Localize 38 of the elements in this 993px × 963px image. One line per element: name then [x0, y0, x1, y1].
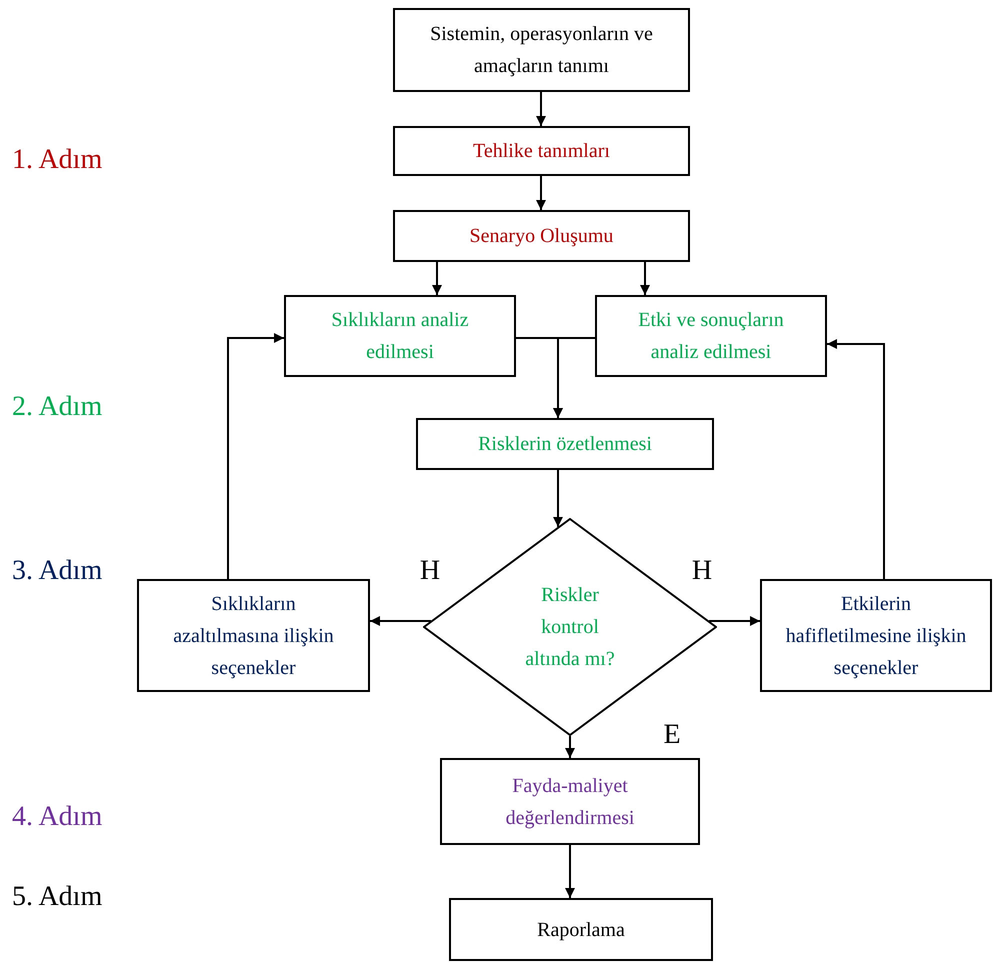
node-text: Sıklıkların azaltılmasına ilişkin seçenekler [172, 592, 335, 680]
arrow [227, 333, 284, 579]
node-text: Riskler kontrol altında mı? [524, 583, 616, 672]
arrow [370, 616, 432, 626]
process-box [284, 295, 516, 377]
process-box [595, 295, 827, 377]
process-box [760, 579, 992, 692]
node-text: Sıklıkların analiz edilmesi [330, 308, 470, 365]
step-label: 2. Adım [12, 393, 102, 421]
arrow [536, 92, 546, 126]
process-box [440, 758, 700, 845]
arrow [553, 337, 595, 418]
arrow [432, 262, 442, 295]
node-text: Senaryo Oluşumu [468, 224, 614, 249]
node-text: Sistemin, operasyonların ve amaçların tanımı [429, 22, 654, 79]
node-text: Etkilerin hafifletilmesine ilişkin seçenekler [784, 592, 968, 680]
node-text: Fayda-maliyet değerlendirmesi [504, 774, 636, 830]
arrow [565, 736, 575, 758]
arrow [565, 845, 575, 898]
step-label: 4. Adım [12, 803, 102, 831]
node-text: Tehlike tanımları [472, 139, 611, 164]
arrow [640, 262, 650, 295]
step-label: 1. Adım [12, 146, 102, 174]
node-text: Raporlama [536, 918, 626, 942]
arrow [827, 339, 885, 579]
process-box [416, 418, 714, 470]
process-box [393, 126, 690, 176]
arrow [553, 470, 563, 527]
process-box [393, 8, 690, 92]
arrow [708, 616, 760, 626]
step-label: 5. Adım [12, 883, 102, 911]
process-box [449, 898, 713, 961]
process-box [137, 579, 370, 692]
node-text: Risklerin özetlenmesi [477, 432, 653, 457]
arrow [536, 176, 546, 210]
process-box [393, 210, 690, 262]
step-label: 3. Adım [12, 557, 102, 585]
node-text: Etki ve sonuçların analiz edilmesi [637, 308, 785, 365]
